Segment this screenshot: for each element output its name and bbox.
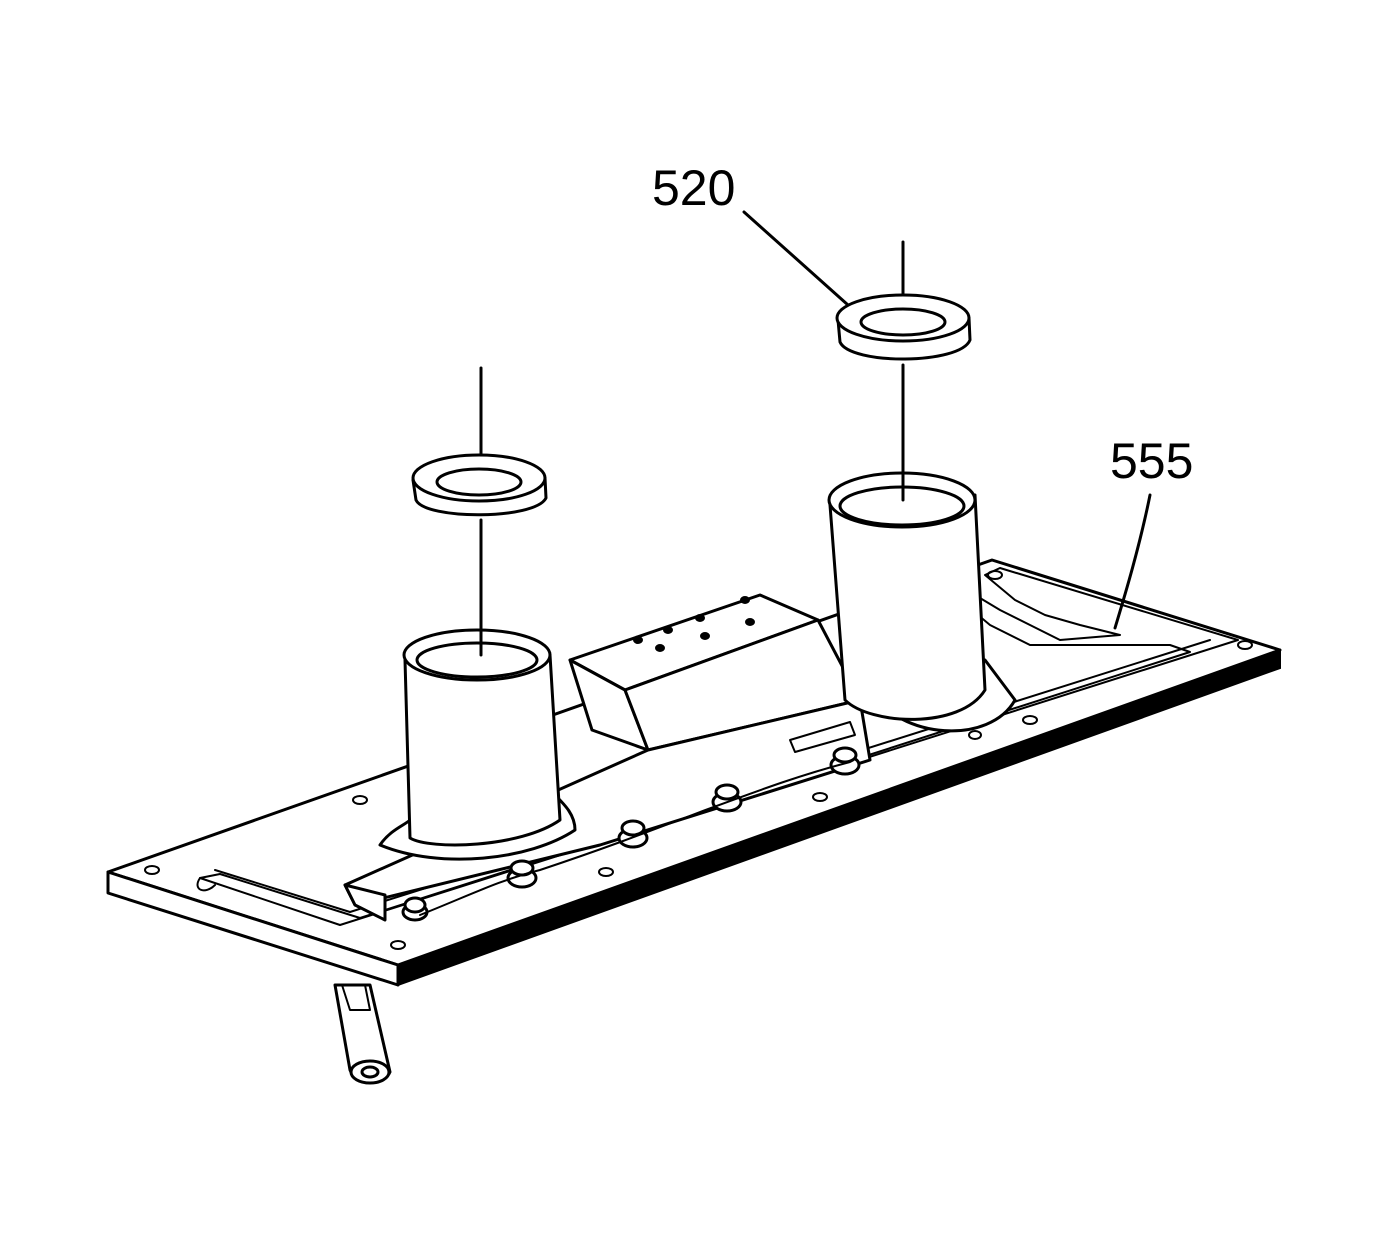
callout-555-leader (1113, 493, 1152, 630)
right-seal (835, 240, 972, 502)
left-sleeve (378, 628, 577, 861)
pipe (333, 983, 392, 1085)
center-housing (343, 593, 872, 922)
left-seal (411, 366, 548, 657)
callout-520-label: 520 (652, 160, 735, 216)
callout-555-label: 555 (1110, 433, 1193, 489)
housing-holes (633, 596, 755, 652)
bolt-holes (144, 570, 1253, 950)
callout-520-leader (742, 210, 850, 307)
connector-studs (401, 746, 861, 922)
